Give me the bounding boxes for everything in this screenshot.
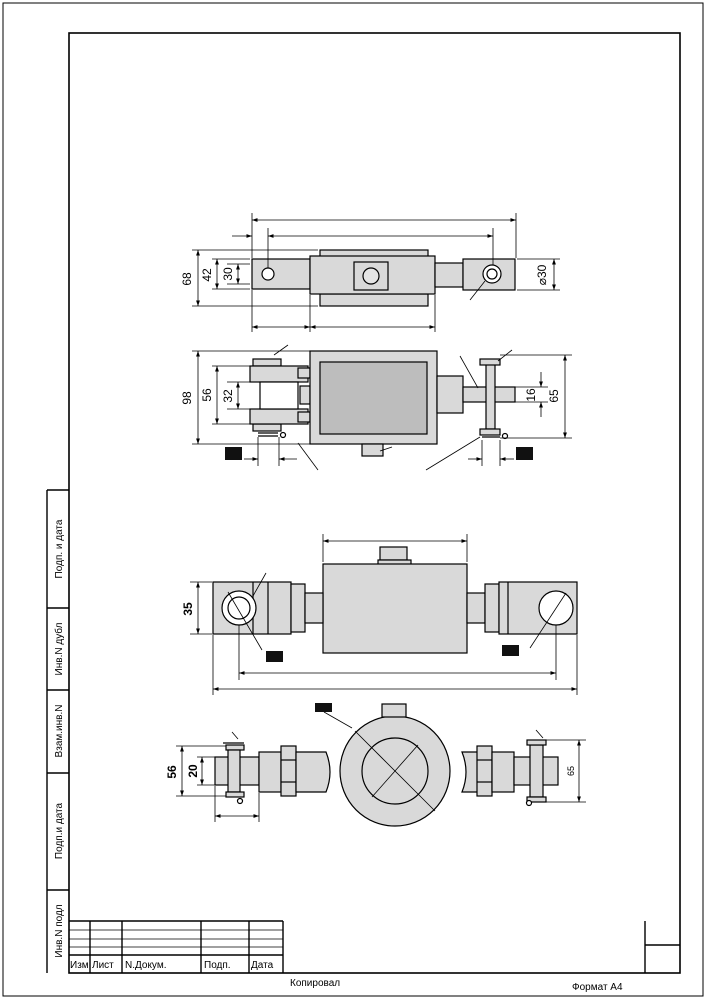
view-top (251, 249, 516, 307)
redaction-box (502, 645, 519, 656)
redaction-box (266, 651, 283, 662)
dim-32: 32 (221, 389, 235, 403)
format-label: Формат А4 (572, 982, 623, 993)
dim-30: 30 (221, 267, 235, 281)
view-bottom-dims (176, 711, 586, 822)
col-podp: Подп. (204, 960, 231, 971)
dim-42: 42 (200, 268, 214, 282)
view-plan (212, 546, 578, 654)
dim-65-b: 65 (566, 766, 576, 776)
stamp-field-1: Инв.N подл (54, 904, 65, 957)
redaction-box (315, 703, 332, 712)
dim-65: 65 (547, 389, 561, 403)
title-block (69, 920, 680, 973)
dim-30-dia: ⌀30 (535, 264, 549, 285)
stamp-field-4: Инв.N дубл (53, 622, 65, 675)
stamp-field-3: Взам.инв.N (54, 705, 65, 758)
view-top-dims (192, 213, 560, 332)
dim-98: 98 (180, 391, 194, 405)
stamp-field-2: Подп.и дата (54, 803, 65, 860)
inner-frame (68, 32, 681, 974)
view-bottom (214, 703, 559, 827)
view-front (249, 350, 516, 457)
col-data: Дата (251, 960, 274, 971)
dim-56: 56 (200, 388, 214, 402)
view-front-dims (192, 344, 572, 471)
col-list: Лист (92, 960, 114, 971)
view-plan-dims (190, 534, 578, 695)
dim-35: 35 (181, 602, 195, 616)
stamp-field-5: Подп. и дата (54, 519, 65, 578)
col-izm: Изм (70, 960, 89, 971)
side-stamp (46, 489, 69, 973)
redaction-box (516, 447, 533, 460)
dim-16: 16 (524, 388, 538, 402)
dim-20: 20 (186, 764, 200, 778)
copied-label: Копировал (290, 978, 340, 989)
col-dokum: N.Докум. (125, 960, 166, 971)
dim-56-b: 56 (165, 765, 179, 779)
redaction-box (225, 447, 242, 460)
dim-68: 68 (180, 272, 194, 286)
